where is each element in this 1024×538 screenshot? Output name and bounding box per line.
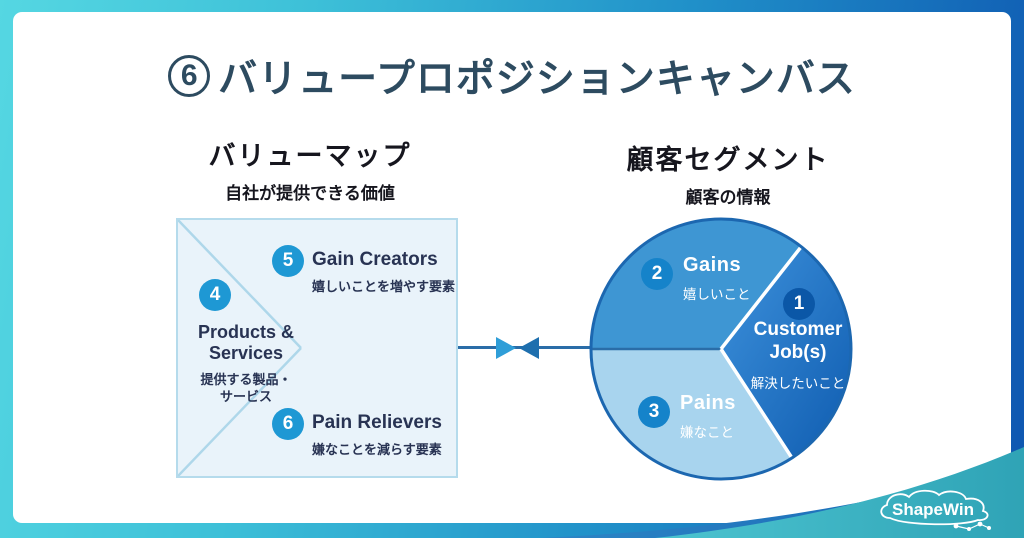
logo-text: ShapeWin [892,500,974,519]
products-services-label-block: Products & Services 提供する製品・ サービス [176,322,316,405]
customer-jobs-sub: 解決したいこと [750,376,846,391]
value-map-subheading: 自社が提供できる価値 [225,184,395,203]
logo-dot [953,523,959,529]
value-map-divider-lines [178,220,302,476]
gains-label: Gains [683,254,742,276]
pain-relievers-sub: 嫌なことを減らす要素 [312,442,442,457]
customer-jobs-number-badge: 1 [783,288,815,320]
customer-segment-subheading: 顧客の情報 [685,188,771,207]
customer-segment-circle [589,217,853,481]
value-map-square [176,218,458,478]
pain-relievers-number-badge: 6 [272,408,304,440]
gain-creators-sub: 嬉しいことを増やす要素 [312,279,456,294]
customer-jobs-label-line2: Job(s) [769,342,827,363]
page-title-text: バリュープロポジションキャンバス [218,58,856,101]
value-map-heading: バリューマップ [208,141,412,171]
pains-sub: 嫌なこと [680,425,734,440]
products-label-line1: Products & [197,322,294,342]
pain-relievers-label: Pain Relievers [312,412,442,433]
pains-label: Pains [680,392,736,414]
logo-dot [977,521,983,527]
customer-jobs-sector [721,247,851,458]
title-number-badge: 6 [168,55,211,97]
gains-sector [591,219,801,349]
gain-creators-number-badge: 5 [272,245,304,277]
jobs-upper-divider [719,245,803,351]
gains-sub: 嬉しいこと [683,287,751,302]
customer-segment-header: 顧客セグメント 顧客の情報 [578,138,878,208]
customer-segment-heading: 顧客セグメント [626,145,830,175]
customer-jobs-label-block: Customer Job(s) 解決したいこと [736,318,860,392]
jobs-lower-divider [719,348,794,459]
logo-dot [987,526,991,530]
page-title: 6 バリュープロポジションキャンバス [0,48,1024,104]
shapewin-logo: ShapeWin [880,489,991,531]
value-map-header: バリューマップ 自社が提供できる価値 [150,134,470,204]
pains-number-badge: 3 [638,396,670,428]
logo-dot [967,527,971,531]
logo-cloud-outline [880,489,989,526]
logo-dot-links [955,523,990,530]
gains-number-badge: 2 [641,258,673,290]
products-sub-line1: 提供する製品・ [200,372,292,387]
products-number-badge: 4 [199,279,231,311]
gain-creators-label: Gain Creators [312,249,438,270]
products-sub-line2: サービス [219,389,272,404]
products-label-line2: Services [208,343,284,363]
customer-jobs-label-line1: Customer [753,319,843,340]
arrow-left-icon [519,337,539,359]
arrow-right-icon [496,337,516,359]
